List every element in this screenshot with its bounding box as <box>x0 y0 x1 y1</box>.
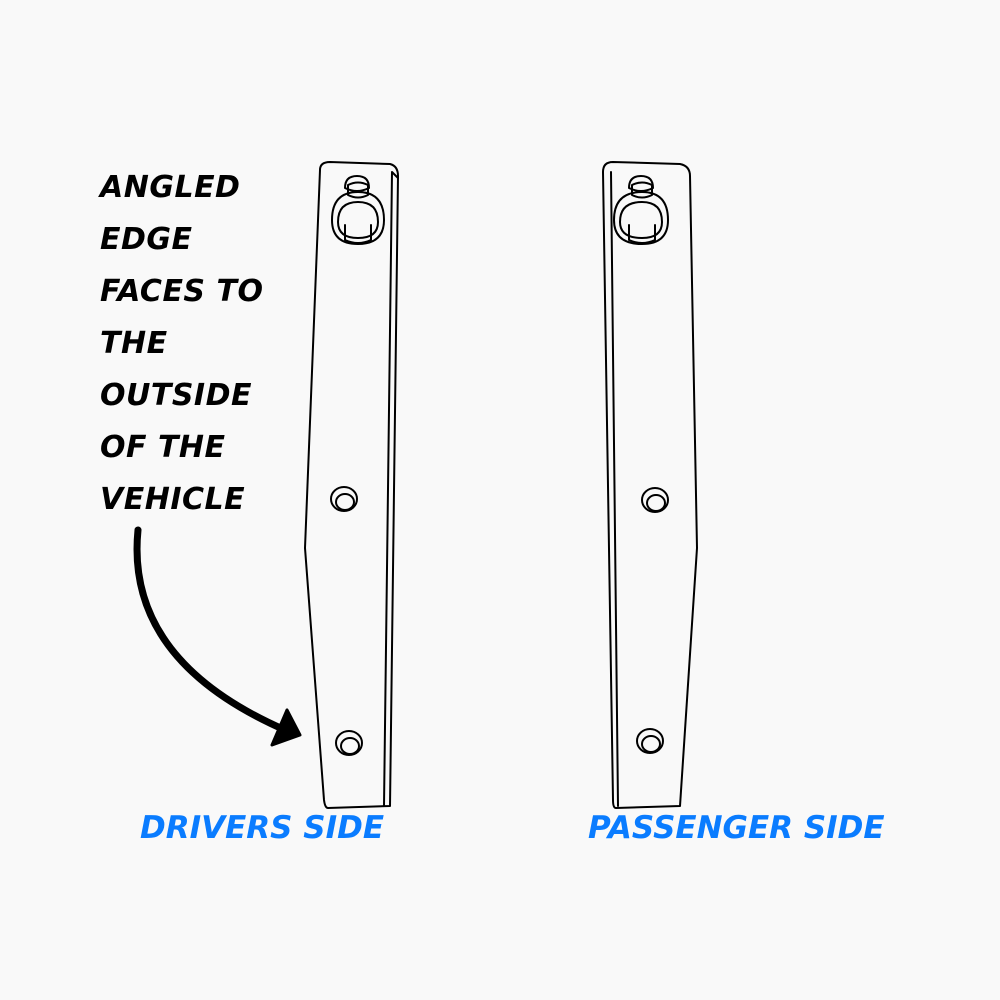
annotation-line: VEHICLE <box>100 482 246 517</box>
hole-icon <box>636 728 664 754</box>
annotation-line: ANGLED <box>100 170 241 205</box>
annotation-line: FACES TO <box>100 274 264 309</box>
annotation-line: THE <box>100 326 168 361</box>
arrow-icon <box>133 526 302 747</box>
passenger-side-bracket <box>602 161 698 809</box>
stud-icon <box>613 175 669 245</box>
hole-icon <box>335 730 363 756</box>
hole-icon <box>330 486 358 512</box>
drivers-side-bracket <box>304 161 399 809</box>
annotation-line: OUTSIDE <box>100 378 252 413</box>
annotation-text: ANGLED EDGE FACES TO THE OUTSIDE OF THE … <box>100 162 263 526</box>
drivers-side-label: DRIVERS SIDE <box>140 810 385 846</box>
hole-icon <box>641 487 669 513</box>
passenger-side-label: PASSENGER SIDE <box>588 810 885 846</box>
stud-icon <box>331 175 385 245</box>
annotation-line: EDGE <box>100 222 193 257</box>
annotation-line: OF THE <box>100 430 226 465</box>
